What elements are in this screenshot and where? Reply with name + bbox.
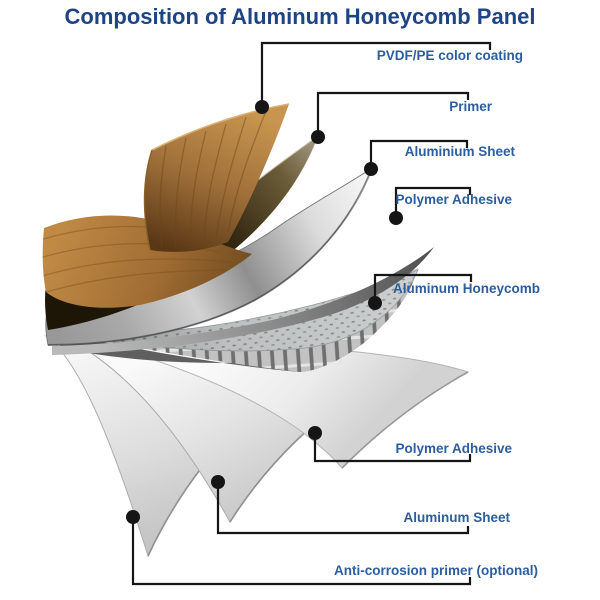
layer-pvdf-pe-color-coating — [42, 103, 290, 308]
label-polymer-adhesive-top: Polymer Adhesive — [395, 192, 512, 207]
label-aluminum-honeycomb: Aluminum Honeycomb — [392, 281, 540, 296]
callout-dot-primer — [311, 130, 325, 144]
callout-line-aluminium-sheet-top — [369, 139, 469, 169]
callout-line-polymer-adhesive-bottom — [313, 433, 472, 463]
callout-dot-anti-corrosion-primer — [126, 510, 140, 524]
label-anti-corrosion-primer: Anti-corrosion primer (optional) — [334, 563, 538, 578]
callout-dot-aluminium-sheet-top — [364, 162, 378, 176]
label-pvdf-pe-color-coating: PVDF/PE color coating — [376, 48, 523, 63]
label-polymer-adhesive-bottom: Polymer Adhesive — [395, 441, 512, 456]
callout-dot-polymer-adhesive-top — [389, 211, 403, 225]
label-primer: Primer — [449, 99, 492, 114]
callout-line-pvdf-pe-color-coating — [260, 41, 492, 107]
callout-line-aluminum-sheet-bottom — [216, 482, 470, 535]
callout-line-aluminum-honeycomb — [373, 273, 473, 303]
callout-lines — [131, 41, 492, 586]
callout-dot-aluminum-sheet-bottom — [211, 475, 225, 489]
layer-polymer-adhesive-top — [52, 247, 434, 355]
callout-dots — [126, 100, 403, 524]
callout-line-anti-corrosion-primer — [131, 517, 472, 586]
label-aluminum-sheet-bottom: Aluminum Sheet — [403, 510, 510, 525]
callout-dot-polymer-adhesive-bottom — [308, 426, 322, 440]
callout-line-primer — [316, 91, 470, 137]
callout-dot-aluminum-honeycomb — [368, 296, 382, 310]
callout-line-polymer-adhesive-top — [394, 186, 472, 218]
label-aluminium-sheet-top: Aluminium Sheet — [404, 144, 515, 159]
page-title: Composition of Aluminum Honeycomb Panel — [64, 4, 536, 29]
callout-dot-pvdf-pe-color-coating — [255, 100, 269, 114]
